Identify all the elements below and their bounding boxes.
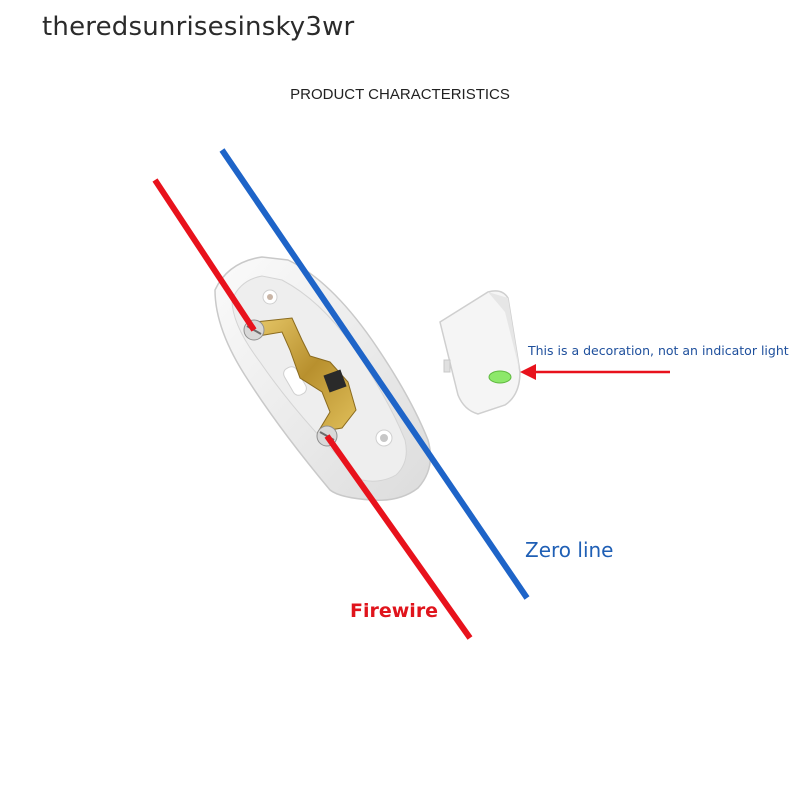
firewire-label: Firewire <box>350 600 439 622</box>
zero-line-label: Zero line <box>525 538 614 562</box>
firewire-wire <box>152 178 473 640</box>
watermark-text: theredsunrisesinsky3wr <box>42 12 355 42</box>
decoration-light <box>488 370 512 384</box>
page-heading: PRODUCT CHARACTERISTICS <box>290 86 510 103</box>
zero-line-wire <box>219 148 530 600</box>
indicator-note-label: This is a decoration, not an indicator l… <box>528 343 789 358</box>
arrow-icon <box>520 364 670 380</box>
switch-cap <box>439 290 521 415</box>
